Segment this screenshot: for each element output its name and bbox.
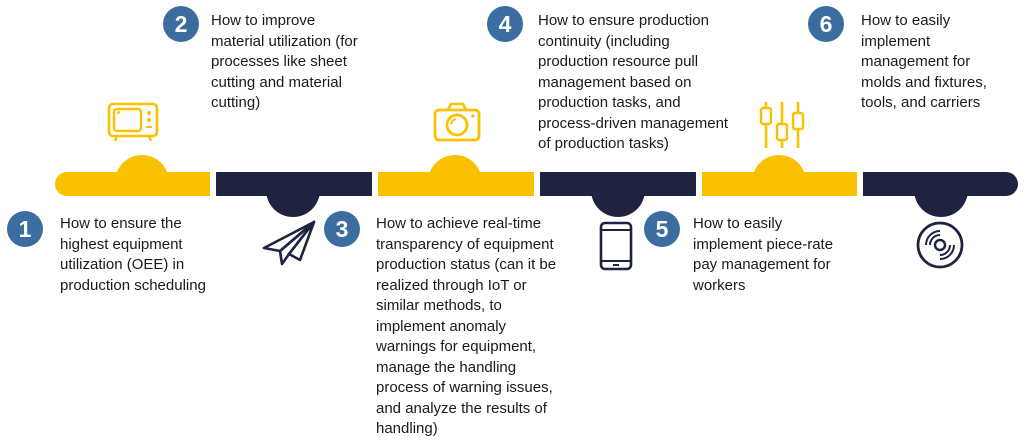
sliders-icon: [756, 100, 808, 155]
timeline-bump-5: [752, 155, 806, 182]
timeline-bump-2: [266, 190, 320, 217]
tablet-icon: [598, 220, 634, 277]
step-3-number-badge: 3: [324, 211, 360, 247]
step-6-number-badge: 6: [808, 6, 844, 42]
step-5-text: How to easily implement piece-rate pay m…: [693, 215, 834, 294]
camera-icon: [432, 100, 482, 149]
disc-icon: [915, 220, 965, 275]
step-1-number-badge: 1: [7, 211, 43, 247]
paper-plane-icon: [260, 218, 318, 273]
step-4-number-badge: 4: [487, 6, 523, 42]
timeline-bump-1: [115, 155, 169, 182]
tv-icon: [107, 100, 159, 149]
step-5-number-badge: 5: [644, 211, 680, 247]
step-2-number-badge: 2: [163, 6, 199, 42]
step-4-text: How to ensure production continuity (inc…: [538, 12, 729, 152]
timeline-bump-3: [428, 155, 482, 182]
step-6-text: How to easily implement management for m…: [861, 12, 987, 111]
timeline-bump-6: [914, 190, 968, 217]
step-3-text: How to achieve real-time transparency of…: [376, 215, 557, 437]
timeline-bump-4: [591, 190, 645, 217]
step-2-text: How to improve material utilization (for…: [211, 12, 358, 111]
step-1-text: How to ensure the highest equipment util…: [60, 215, 206, 294]
